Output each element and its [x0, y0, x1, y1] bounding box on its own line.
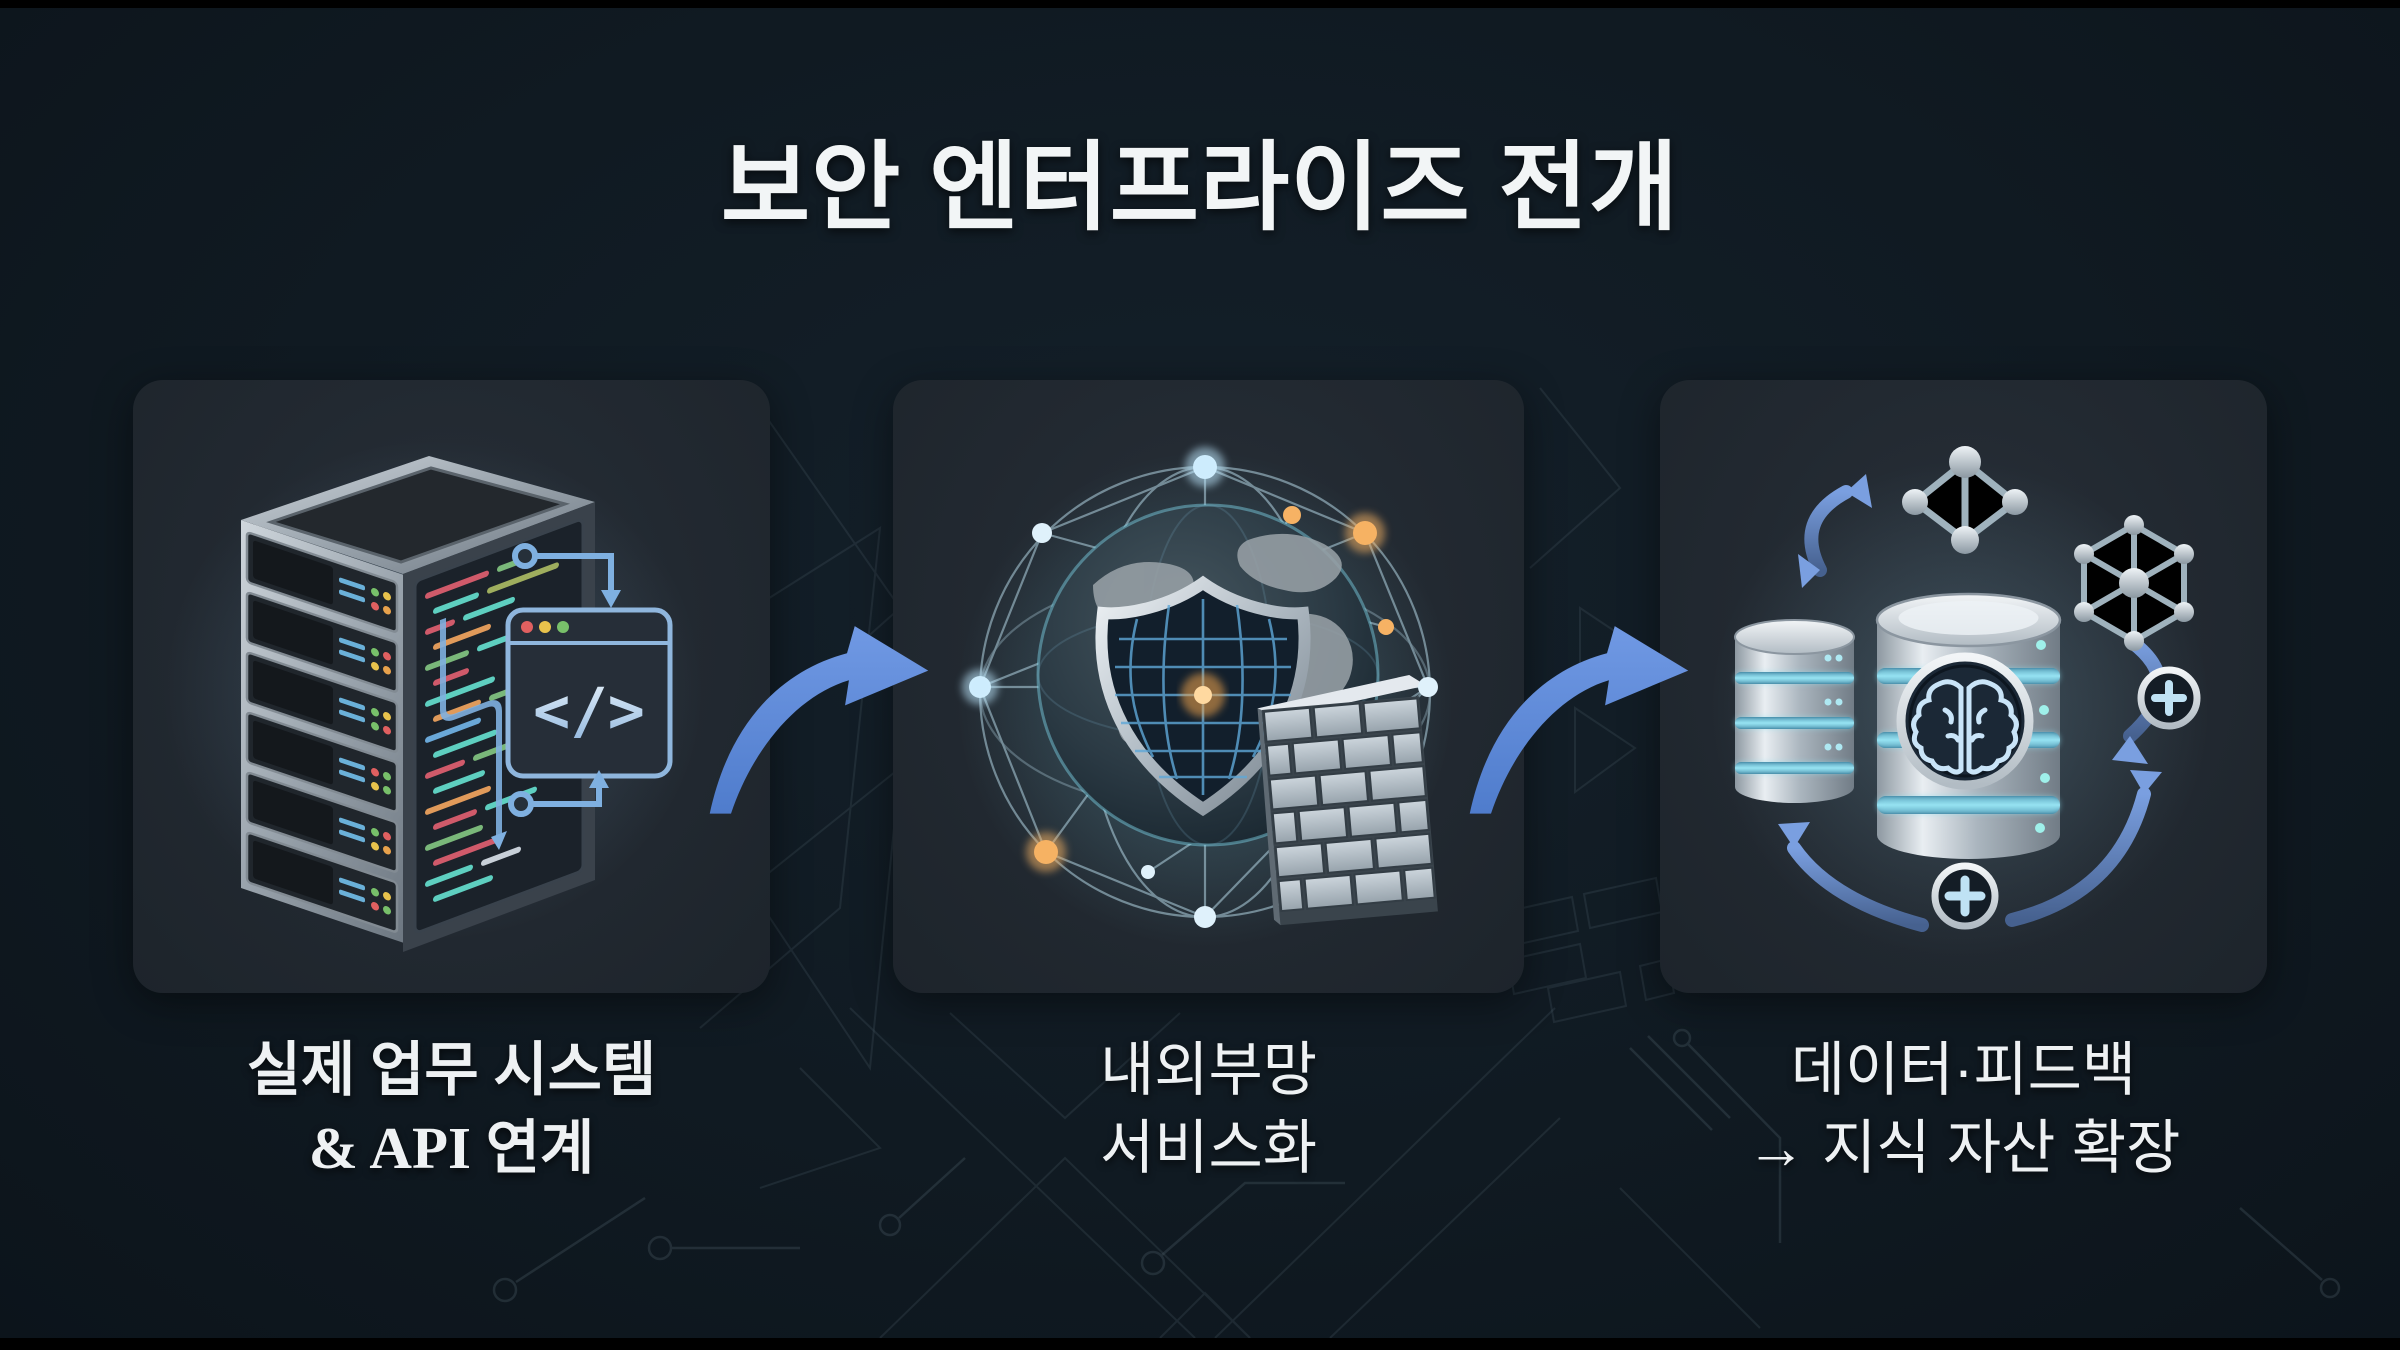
server-rack-code-icon: </> — [163, 440, 703, 952]
bay-led-lights — [371, 588, 391, 915]
graph-motif-diamond — [1902, 446, 2028, 554]
caption-line: → 지식 자산 확장 — [1746, 1114, 2181, 1181]
plus-badge-bottom — [1931, 862, 1999, 930]
graph-motif-hex — [2074, 515, 2194, 651]
firewall-brick-wall-icon — [1257, 674, 1438, 926]
shield-core-glow — [1194, 686, 1212, 704]
database-leds — [2035, 640, 2050, 833]
window-dot-green — [557, 621, 569, 633]
database-large-icon — [1875, 592, 2062, 859]
caption-knowledge-expansion: 데이터·피드백 → 지식 자산 확장 — [1610, 1032, 2317, 1188]
page-title: 보안 엔터프라이즈 전개 — [720, 133, 1680, 242]
api-connector-lines — [508, 543, 614, 817]
card-network-servicization — [893, 380, 1524, 993]
caption-line: 실제 업무 시스템 — [246, 1037, 657, 1103]
caption-business-systems: 실제 업무 시스템 & API 연계 — [133, 1032, 770, 1188]
code-flow-line — [440, 617, 502, 840]
card-knowledge-expansion — [1660, 380, 2267, 993]
bay-status-lines — [339, 577, 365, 903]
brain-glyph — [1911, 679, 2019, 775]
caption-network-servicization: 내외부망 서비스화 — [893, 1032, 1524, 1188]
globe-shield-firewall-icon — [957, 447, 1453, 948]
network-nodes — [962, 447, 1438, 928]
database-brain-growth-icon — [1710, 446, 2210, 960]
cycle-arrowheads — [1778, 474, 2162, 848]
caption-line: 내외부망 — [1099, 1037, 1318, 1103]
window-dot-red — [521, 621, 533, 633]
plus-badge-right — [2137, 666, 2201, 730]
card-business-systems: </> — [133, 380, 770, 993]
database-leds — [1824, 654, 1843, 751]
letterbox-top — [0, 0, 2400, 8]
caption-line: & API 연계 — [308, 1114, 595, 1181]
ai-brain-badge-icon — [1896, 652, 2034, 790]
server-drive-bays — [241, 520, 403, 943]
code-glyph: </> — [533, 674, 645, 747]
cycle-arrows — [1787, 485, 2167, 932]
flow-arrow-1 — [709, 626, 929, 814]
window-dot-yellow — [539, 621, 551, 633]
server-top-face — [241, 456, 595, 574]
letterbox-bottom — [0, 1338, 2400, 1350]
caption-line: 데이터·피드백 — [1790, 1037, 2137, 1103]
security-shield-icon — [1095, 575, 1311, 817]
caption-line: 서비스화 — [1099, 1114, 1318, 1181]
slide-background: 보안 엔터프라이즈 전개 — [0, 8, 2400, 1338]
code-window-icon: </> — [505, 607, 673, 779]
database-small-icon — [1734, 619, 1855, 803]
flow-arrow-2 — [1469, 626, 1689, 814]
